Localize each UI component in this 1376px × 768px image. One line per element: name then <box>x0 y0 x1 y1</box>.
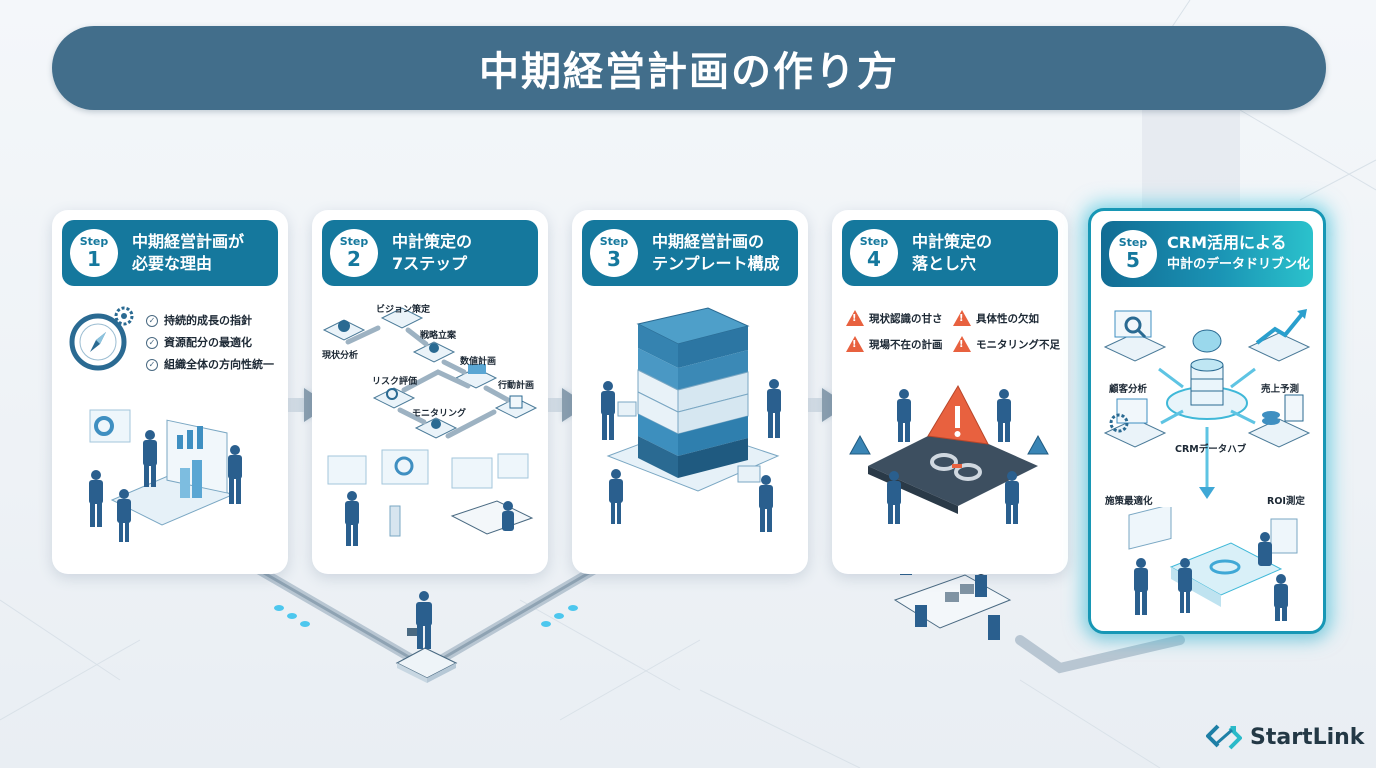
step-title: 中期経営計画の テンプレート構成 <box>652 231 780 275</box>
step-card-4[interactable]: Step 4 中計策定の 落とし穴 現状認識の甘さ 具体性の欠如 現場不在の計画… <box>832 210 1068 574</box>
pitfall-text: 具体性の欠如 <box>976 312 1039 325</box>
flow-label-numbers: 数値計画 <box>460 357 497 367</box>
step-badge: Step 5 <box>1109 230 1157 278</box>
step-header: Step 1 中期経営計画が 必要な理由 <box>62 220 278 286</box>
step-number: 4 <box>867 247 881 271</box>
step-title-line2: テンプレート構成 <box>652 254 780 273</box>
brand-name: StartLink <box>1250 724 1365 750</box>
flow-label-monitoring: モニタリング <box>412 409 467 419</box>
step-title-line2: 落とし穴 <box>912 254 977 273</box>
step-header: Step 5 CRM活用による 中計のデータドリブン化 <box>1101 221 1313 287</box>
step-word: Step <box>859 235 889 248</box>
flow-label-vision: ビジョン策定 <box>376 305 431 315</box>
list-item: 現状認識の甘さ <box>846 310 953 326</box>
pitfall-text: 現状認識の甘さ <box>869 312 943 325</box>
flow-label-risk: リスク評価 <box>372 377 418 387</box>
list-item: モニタリング不足 <box>953 336 1060 352</box>
step-number: 5 <box>1126 248 1140 272</box>
list-item: ✓ 資源配分の最適化 <box>146 332 274 354</box>
warning-icon <box>953 310 971 326</box>
template-layer-stack-illustration <box>601 307 781 532</box>
flow-label-current-analysis: 現状分析 <box>322 351 359 361</box>
step-title: CRM活用による 中計のデータドリブン化 <box>1167 232 1310 276</box>
crm-hub-diagram <box>1103 309 1311 499</box>
step-badge: Step 2 <box>330 229 378 277</box>
step-card-1[interactable]: Step 1 中期経営計画が 必要な理由 ✓ 持続的成長の指針 ✓ 資源配分の最適化… <box>52 210 288 574</box>
step-badge: Step 4 <box>850 229 898 277</box>
step-title-line1: 中期経営計画が <box>132 232 245 251</box>
compass-gear-icon <box>69 306 134 371</box>
step-card-3[interactable]: Step 3 中期経営計画の テンプレート構成 <box>572 210 808 574</box>
pitfall-text: モニタリング不足 <box>976 338 1060 351</box>
warning-icon <box>846 336 864 352</box>
step-title-line1: 中計策定の <box>912 232 993 251</box>
startlink-logo-icon <box>1206 724 1242 750</box>
reason-list: ✓ 持続的成長の指針 ✓ 資源配分の最適化 ✓ 組織全体の方向性統一 <box>146 310 274 376</box>
seven-step-flow-diagram <box>322 307 538 439</box>
hub-item-customer-analysis: 顧客分析 <box>1109 384 1148 395</box>
reason-text: 組織全体の方向性統一 <box>164 358 274 371</box>
list-item: 現場不在の計画 <box>846 336 953 352</box>
list-item: ✓ 組織全体の方向性統一 <box>146 354 274 376</box>
step-number: 3 <box>607 247 621 271</box>
step-card-5[interactable]: Step 5 CRM活用による 中計のデータドリブン化 <box>1088 208 1326 634</box>
list-item: ✓ 持続的成長の指針 <box>146 310 274 332</box>
pitfall-text: 現場不在の計画 <box>869 338 943 351</box>
reason-text: 資源配分の最適化 <box>164 336 252 349</box>
team-dashboard-illustration <box>89 409 242 542</box>
hub-item-sales-forecast: 売上予測 <box>1261 384 1300 395</box>
step-word: Step <box>79 235 109 248</box>
step-badge: Step 3 <box>590 229 638 277</box>
step-title-line1: 中期経営計画の <box>652 232 765 251</box>
check-icon: ✓ <box>146 337 158 349</box>
pitfall-hole-illustration <box>849 384 1049 524</box>
page-title: 中期経営計画の作り方 <box>479 49 899 95</box>
hub-item-campaign-optimization: 施策最適化 <box>1105 496 1153 507</box>
step-title-line2: 必要な理由 <box>132 254 213 273</box>
businessman-figure <box>407 591 432 649</box>
reason-text: 持続的成長の指針 <box>164 314 252 327</box>
flow-label-action: 行動計画 <box>498 381 535 391</box>
step-number: 2 <box>347 247 361 271</box>
step-title-line1: CRM活用による <box>1167 233 1287 252</box>
step-title: 中計策定の 落とし穴 <box>912 231 992 275</box>
data-driven-team-illustration <box>1128 507 1298 621</box>
step-title-line1: 中計策定の <box>392 232 473 251</box>
crm-data-hub-label: CRMデータハブ <box>1175 444 1247 455</box>
pitfall-list: 現状認識の甘さ 具体性の欠如 現場不在の計画 モニタリング不足 <box>846 310 1060 352</box>
step-word: Step <box>339 235 369 248</box>
office-workers-illustration <box>327 449 534 546</box>
warning-icon <box>953 336 971 352</box>
step-number: 1 <box>87 247 101 271</box>
step-title: 中計策定の 7ステップ <box>392 231 472 275</box>
step-header: Step 4 中計策定の 落とし穴 <box>842 220 1058 286</box>
step-title: 中期経営計画が 必要な理由 <box>132 231 244 275</box>
warning-icon <box>846 310 864 326</box>
step-card-2[interactable]: Step 2 中計策定の 7ステップ <box>312 210 548 574</box>
step-header: Step 3 中期経営計画の テンプレート構成 <box>582 220 798 286</box>
step-header: Step 2 中計策定の 7ステップ <box>322 220 538 286</box>
startlink-logo[interactable]: StartLink <box>1206 722 1364 752</box>
step-title-line2: 7ステップ <box>392 254 468 273</box>
step-word: Step <box>599 235 629 248</box>
check-icon: ✓ <box>146 359 158 371</box>
hub-item-roi-measurement: ROI測定 <box>1267 496 1305 507</box>
list-item: 具体性の欠如 <box>953 310 1060 326</box>
step-badge: Step 1 <box>70 229 118 277</box>
step-word: Step <box>1118 236 1148 249</box>
step-title-line2: 中計のデータドリブン化 <box>1167 257 1311 272</box>
flow-label-strategy: 戦略立案 <box>420 331 457 341</box>
title-banner: 中期経営計画の作り方 <box>52 26 1326 110</box>
central-platform <box>395 647 458 683</box>
check-icon: ✓ <box>146 315 158 327</box>
